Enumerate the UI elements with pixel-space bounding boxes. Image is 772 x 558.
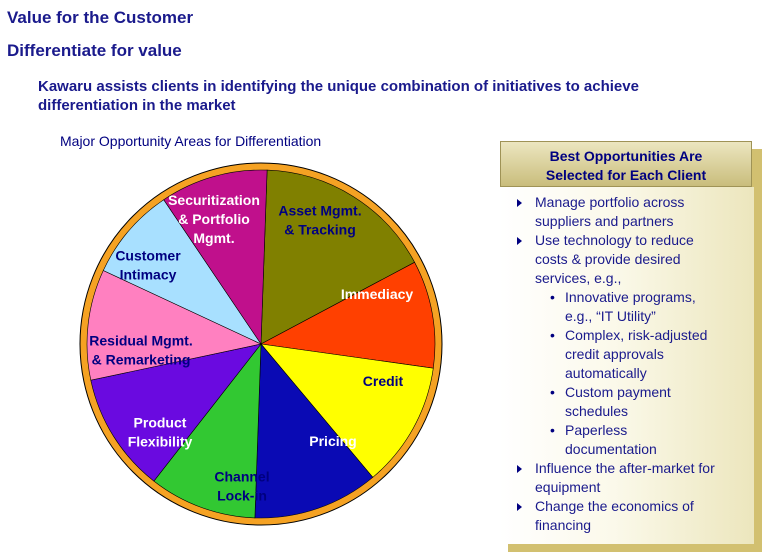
wheel-segment-3 (260, 343, 434, 478)
list-item-text-line: equipment (535, 479, 601, 495)
wheel-segment-label-1: Asset Mgmt.& Tracking (278, 203, 361, 238)
list-item-text-line: Change the economics of (535, 498, 694, 514)
triangle-bullet-icon (517, 237, 522, 245)
list-item-text-line: schedules (565, 403, 629, 419)
page-subtitle: Differentiate for value (7, 41, 182, 60)
opportunity-list: Manage portfolio across suppliers and par… (500, 193, 754, 535)
dot-bullet-icon: • (550, 289, 555, 305)
list-item-text-line: suppliers and partners (535, 213, 674, 229)
list-item: Change the economics of financing (500, 497, 754, 535)
list-item-text-line: Custom payment (565, 384, 671, 400)
panel-header: Best Opportunities Are Selected for Each… (500, 141, 752, 187)
list-item-text-line: financing (535, 517, 592, 533)
panel-header-line-1: Best Opportunities Are (549, 148, 703, 164)
list-item-text-line: Paperless (565, 422, 628, 438)
triangle-bullet-icon (517, 503, 522, 511)
page-title: Value for the Customer (7, 8, 194, 27)
panel-header-line-2: Selected for Each Client (545, 167, 707, 183)
triangle-bullet-icon (517, 465, 522, 473)
list-item-text-line: e.g., “IT Utility” (565, 308, 656, 324)
list-item-text-line: documentation (565, 441, 657, 457)
dot-bullet-icon: • (550, 422, 555, 438)
list-item-text-line: Influence the after-market for (535, 460, 715, 476)
list-item-text-line: Use technology to reduce (535, 232, 694, 248)
list-item: • Paperless documentation (500, 421, 754, 459)
triangle-bullet-icon (517, 199, 522, 207)
wheel-segment-9 (163, 169, 268, 345)
list-item: Influence the after-market for equipment (500, 459, 754, 497)
wheel-segment-6 (90, 343, 262, 482)
dot-bullet-icon: • (550, 327, 555, 343)
list-item: Manage portfolio across suppliers and par… (500, 193, 754, 231)
list-item: • Complex, risk-adjusted credit approvals a… (500, 326, 754, 383)
dot-bullet-icon: • (550, 384, 555, 400)
list-item-text-line: automatically (565, 365, 647, 381)
wheel-segment-8 (102, 199, 262, 345)
list-item: • Innovative programs, e.g., “IT Utility” (500, 288, 754, 326)
wheel-segment-4 (254, 343, 374, 519)
list-item-text-line: credit approvals (565, 346, 664, 362)
diagram-title: Major Opportunity Areas for Differentiat… (60, 133, 322, 149)
wheel-segment-label-2: Immediacy (341, 286, 414, 302)
wheel-segment-label-4: Pricing (309, 433, 356, 449)
list-item-text-line: costs & provide desired (535, 251, 681, 267)
list-item-text-line: Manage portfolio across (535, 194, 685, 210)
panel-body: Manage portfolio across suppliers and par… (500, 187, 754, 544)
list-item: Use technology to reduce costs & provide … (500, 231, 754, 288)
list-item-text-line: services, e.g., (535, 270, 622, 286)
wheel-segment-7 (86, 270, 262, 381)
wheel-segment-2 (260, 261, 436, 369)
list-item-text-line: Complex, risk-adjusted (565, 327, 708, 343)
intro-text: Kawaru assists clients in identifying th… (38, 78, 639, 114)
wheel-segment-1 (260, 169, 416, 345)
list-item-text-line: Innovative programs, (565, 289, 696, 305)
list-item: • Custom payment schedules (500, 383, 754, 421)
wheel-segment-label-3: Credit (363, 373, 404, 389)
wheel-segment-label-7: Residual Mgmt.& Remarketing (89, 333, 192, 368)
wheel-segment-5 (153, 343, 262, 519)
best-opportunities-panel: Best Opportunities Are Selected for Each… (500, 141, 762, 552)
